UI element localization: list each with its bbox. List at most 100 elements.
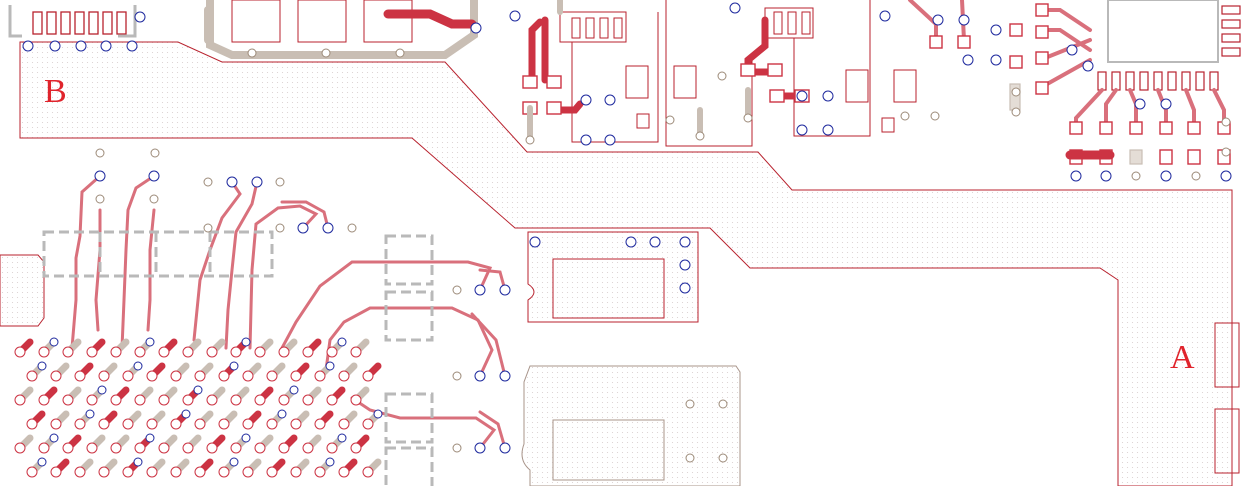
silk-outline-top-left (8, 5, 137, 38)
bga-via (277, 409, 287, 419)
test-point (695, 131, 705, 141)
via (962, 54, 974, 66)
bga-pad (194, 418, 206, 430)
bga-pad (206, 346, 218, 358)
bga-pad (326, 394, 338, 406)
via (474, 370, 486, 382)
bga-pad (314, 370, 326, 382)
via (22, 40, 34, 52)
bga-pad (146, 370, 158, 382)
test-point (452, 443, 462, 453)
test-point (717, 71, 727, 81)
test-point (525, 135, 535, 145)
bga-pad (98, 466, 110, 478)
bga-pad (86, 394, 98, 406)
bga-pad (182, 346, 194, 358)
bga-pad (74, 370, 86, 382)
bga-via (49, 337, 59, 347)
bga-pad (254, 442, 266, 454)
via (94, 170, 106, 182)
via (226, 176, 238, 188)
test-point (275, 177, 285, 187)
bga-pad (146, 418, 158, 430)
bga-pad (14, 394, 26, 406)
bga-pad (302, 442, 314, 454)
qfn-chip-top-right (1107, 0, 1219, 63)
red-traces-top-right (908, 0, 1226, 130)
bga-via (241, 337, 251, 347)
via (499, 442, 511, 454)
bga-pad (26, 370, 38, 382)
bga-pad (98, 418, 110, 430)
connector-top-left (32, 11, 127, 35)
bga-via (37, 457, 47, 467)
via (796, 90, 808, 102)
bga-via (181, 409, 191, 419)
via (1066, 44, 1078, 56)
test-point (685, 453, 695, 463)
bga-pad (146, 466, 158, 478)
bga-pad (50, 466, 62, 478)
bga-pad (350, 346, 362, 358)
bga-via (289, 385, 299, 395)
bga-pad (350, 442, 362, 454)
bga-pad (218, 370, 230, 382)
bga-pad (26, 466, 38, 478)
bga-pad (86, 442, 98, 454)
bga-via (337, 433, 347, 443)
bga-pad (122, 418, 134, 430)
footprint-dashed-left (42, 230, 274, 278)
bga-via (229, 457, 239, 467)
relay-pads-top (231, 0, 413, 43)
via (679, 236, 691, 248)
via (297, 222, 309, 234)
bga-pad (26, 418, 38, 430)
bga-via (229, 361, 239, 371)
via (100, 40, 112, 52)
via (990, 24, 1002, 36)
bga-pad (230, 346, 242, 358)
via (796, 124, 808, 136)
via (580, 134, 592, 146)
bga-pad (134, 346, 146, 358)
bga-via (241, 433, 251, 443)
bga-pad (218, 466, 230, 478)
test-point (718, 399, 728, 409)
via (470, 22, 482, 34)
bga-pad (182, 442, 194, 454)
bga-via (133, 457, 143, 467)
via (649, 236, 661, 248)
via (879, 10, 891, 22)
bga-pad (218, 418, 230, 430)
zone-label-a: A (1170, 339, 1195, 376)
bga-pad (14, 442, 26, 454)
bga-via (37, 361, 47, 371)
bga-pad (266, 370, 278, 382)
bga-pad (242, 418, 254, 430)
bga-via (337, 337, 347, 347)
bga-pad (98, 370, 110, 382)
bga-pad (38, 346, 50, 358)
test-point (203, 177, 213, 187)
bga-pad (110, 346, 122, 358)
bga-pad (38, 394, 50, 406)
test-point (275, 223, 285, 233)
test-point (395, 48, 405, 58)
bga-pad (290, 466, 302, 478)
bga-via (145, 433, 155, 443)
via (509, 10, 521, 22)
bga-pad (122, 466, 134, 478)
via (729, 2, 741, 14)
bga-pad (62, 442, 74, 454)
via (75, 40, 87, 52)
via (932, 14, 944, 26)
via (148, 170, 160, 182)
test-point (149, 194, 159, 204)
via (134, 11, 146, 23)
bga-via (193, 385, 203, 395)
via-group (22, 2, 1232, 463)
bga-pad (86, 346, 98, 358)
footprint-dashed-middle (384, 234, 434, 486)
bga-pad (158, 346, 170, 358)
test-point (900, 111, 910, 121)
